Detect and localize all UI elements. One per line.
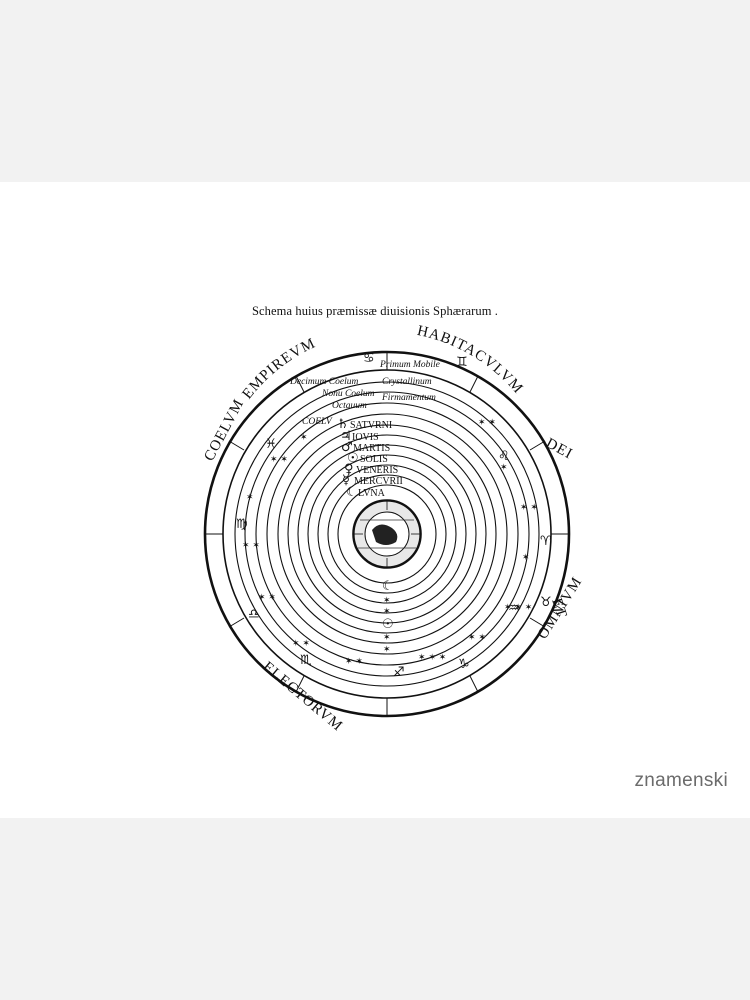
zodiac-sagittarius-icon: ♐ xyxy=(393,665,405,680)
planet-label-saturn: SATVRNI xyxy=(350,420,392,431)
zodiac-band: ♋ ♊ ♌ ♈ ♒ ♑ ♐ ♏ ♎ ♍ ♓ ♉ xyxy=(236,351,552,680)
inscription-et: ET xyxy=(548,596,569,620)
sphere-label-octavum: Octauum xyxy=(332,401,367,411)
mars-icon: ♂ xyxy=(341,440,353,455)
svg-text:✶ ✶: ✶ ✶ xyxy=(242,541,260,551)
sphere-label-decimum: Decimum Coelum xyxy=(289,377,358,387)
mercury-icon: ☿ xyxy=(342,473,350,488)
lower-moon-icon: ☾ xyxy=(382,579,394,594)
svg-text:✶ ✶: ✶ ✶ xyxy=(292,639,310,649)
zodiac-taurus-icon: ♉ xyxy=(540,595,552,610)
svg-text:✶: ✶ xyxy=(383,596,391,606)
planet-label-mars: MARTIS xyxy=(353,443,390,454)
primum-mobile-ring xyxy=(234,381,540,687)
svg-text:✶ ✶ ✶: ✶ ✶ ✶ xyxy=(504,603,532,613)
octavum-ring xyxy=(266,413,508,655)
planet-label-jupiter: IOVIS xyxy=(352,432,379,443)
planet-label-mercury: MERCVRII xyxy=(354,476,403,487)
svg-text:✶ ✶: ✶ ✶ xyxy=(520,503,538,513)
jupiter-ring xyxy=(287,434,487,634)
sphere-label-primum-mobile: Primum Mobile xyxy=(379,360,440,370)
svg-text:✶ ✶: ✶ ✶ xyxy=(270,455,288,465)
image-sheet xyxy=(0,182,750,818)
inscription-dei: DEI xyxy=(543,435,575,462)
svg-text:✶: ✶ xyxy=(500,463,508,473)
sphere-label-coelum: COELV xyxy=(302,417,333,427)
mars-ring xyxy=(297,444,477,624)
svg-text:✶: ✶ xyxy=(246,493,254,503)
sphere-label-firmamentum: Firmamentum xyxy=(381,393,436,403)
earth-center xyxy=(353,500,421,568)
moon-icon: ☾ xyxy=(346,485,358,500)
nonum-ring xyxy=(255,402,519,666)
top-band xyxy=(0,0,750,182)
lower-sun-icon: ☉ xyxy=(382,617,394,632)
svg-text:✶: ✶ xyxy=(383,607,391,617)
svg-text:✶ ✶ ✶: ✶ ✶ ✶ xyxy=(418,653,446,663)
planet-label-sun: SOLIS xyxy=(360,454,388,465)
svg-text:✶: ✶ xyxy=(522,553,530,563)
venus-icon: ♀ xyxy=(344,462,354,477)
zodiac-cancer-icon: ♋ xyxy=(363,351,375,366)
zodiac-pisces-icon: ♓ xyxy=(265,437,277,452)
zodiac-virgo-icon: ♍ xyxy=(236,517,248,532)
svg-text:✶: ✶ xyxy=(383,633,391,643)
sphere-label-crystallinum: Crystallinum xyxy=(382,377,432,387)
zodiac-capricorn-icon: ♑ xyxy=(458,657,470,672)
bottom-band xyxy=(0,818,750,1000)
sun-ring xyxy=(307,454,467,614)
mercury-ring xyxy=(327,474,447,594)
venus-ring xyxy=(317,464,457,604)
zodiac-aries-icon: ♈ xyxy=(540,534,552,549)
svg-text:✶: ✶ xyxy=(300,433,308,443)
inscription-electorum: ELECTORVM xyxy=(259,659,345,735)
planet-label-moon: LVNA xyxy=(358,488,386,499)
earth-ring xyxy=(352,499,422,569)
diagram-title: Schema huius præmissæ diuisionis Sphærar… xyxy=(251,304,499,318)
svg-text:✶ ✶: ✶ ✶ xyxy=(468,633,486,643)
svg-text:✶: ✶ xyxy=(383,645,391,655)
sphere-label-nonum: Nonu Coelum xyxy=(321,389,375,399)
firmament-stars: ✶ ✶ ✶ ✶ ✶ ✶ ✶ ✶ ✶ ✶ ✶ ✶ ✶ ✶ ✶ ✶ ✶ ✶ ✶ ✶ … xyxy=(242,418,538,667)
zodiac-gemini-icon: ♊ xyxy=(456,355,468,370)
svg-text:✶ ✶: ✶ ✶ xyxy=(478,418,496,428)
zodiac-aquarius-icon: ♒ xyxy=(508,601,520,616)
watermark-text: znamenski xyxy=(634,770,728,791)
sun-icon: ☉ xyxy=(347,451,359,466)
saturn-ring xyxy=(277,424,497,644)
planet-label-venus: VENERIS xyxy=(356,465,398,476)
zodiac-leo-icon: ♌ xyxy=(498,449,510,464)
saturn-icon: ♄ xyxy=(337,417,349,432)
svg-text:✶ ✶: ✶ ✶ xyxy=(258,593,276,603)
moon-ring xyxy=(337,484,437,584)
jupiter-icon: ♃ xyxy=(340,429,352,444)
svg-text:✶ ✶: ✶ ✶ xyxy=(345,657,363,667)
outer-ring-ticks xyxy=(205,352,569,716)
decimum-ring xyxy=(244,391,530,677)
zodiac-libra-icon: ♎ xyxy=(248,607,260,622)
zodiac-scorpio-icon: ♏ xyxy=(300,653,312,668)
inscription-empireum: EMPIREVM xyxy=(240,335,319,402)
